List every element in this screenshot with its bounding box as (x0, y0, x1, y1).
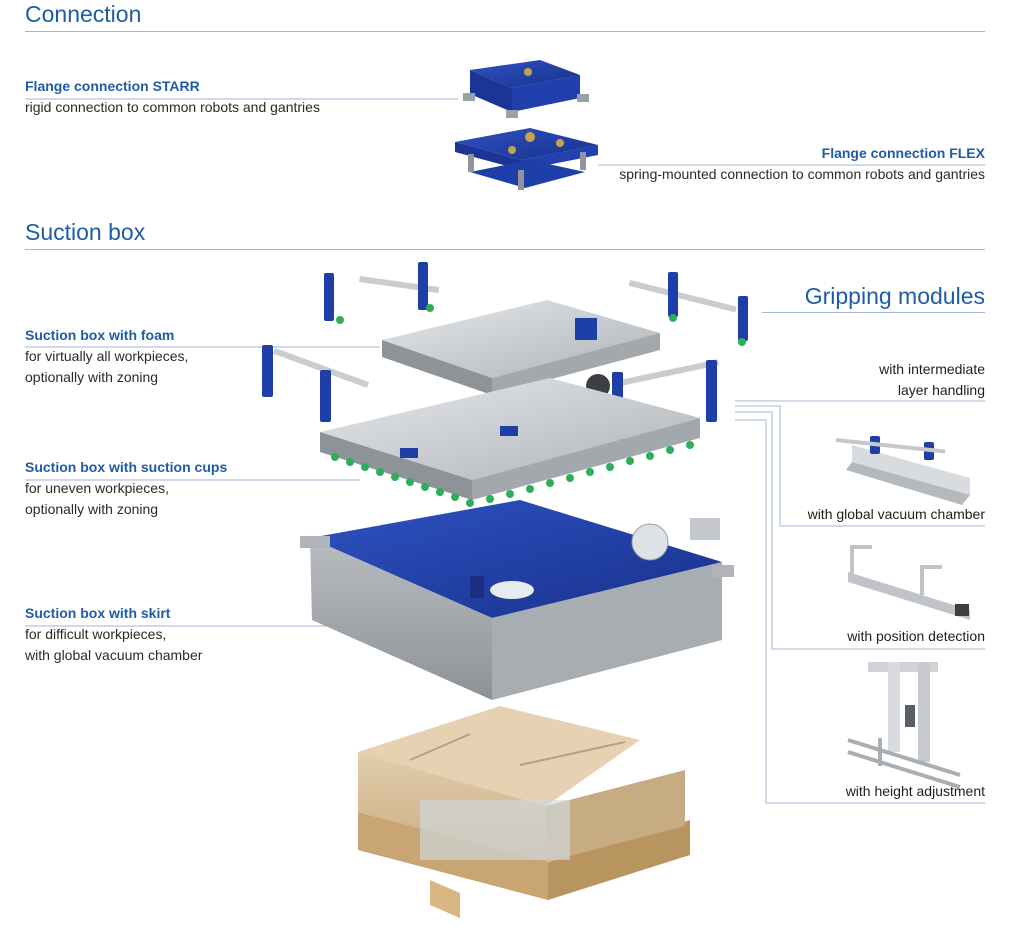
divider (25, 31, 985, 32)
label-flange-flex: Flange connection FLEX spring-mounted co… (619, 143, 985, 185)
gripping-arm-icon (324, 262, 440, 324)
intermediate-layer-line-1: with intermediate (879, 361, 985, 377)
suction-cups-desc-2: optionally with zoning (25, 501, 159, 517)
height-adjustment-module-icon (847, 662, 961, 789)
suction-foam-title: Suction box with foam (25, 327, 175, 343)
label-suction-foam: Suction box with foam for virtually all … (25, 325, 188, 388)
suction-foam-desc-1: for virtually all workpieces, (25, 348, 189, 364)
flange-starr-title: Flange connection STARR (25, 78, 200, 94)
suction-foam-desc-2: optionally with zoning (25, 369, 159, 385)
suction-skirt-desc-1: for difficult workpieces, (25, 626, 167, 642)
pallet-cartons-icon (358, 706, 690, 918)
label-suction-cups: Suction box with suction cups for uneven… (25, 457, 227, 520)
suction-skirt-desc-2: with global vacuum chamber (25, 647, 203, 663)
section-title-suction-box: Suction box (25, 219, 146, 245)
flange-flex-desc: spring-mounted connection to common robo… (619, 166, 985, 182)
divider (25, 249, 985, 250)
intermediate-layer-line-2: layer handling (897, 382, 985, 398)
label-position-detection: with position detection (847, 628, 985, 644)
label-global-vacuum: with global vacuum chamber (807, 506, 985, 522)
suction-box-cups-icon (320, 378, 700, 507)
label-flange-starr: Flange connection STARR rigid connection… (25, 76, 320, 118)
suction-cups-title: Suction box with suction cups (25, 459, 228, 475)
flange-flex-title: Flange connection FLEX (821, 145, 985, 161)
suction-skirt-title: Suction box with skirt (25, 605, 171, 621)
flange-starr-icon (463, 60, 589, 118)
gripping-arm-icon (628, 272, 748, 346)
suction-cups-desc-1: for uneven workpieces, (25, 480, 169, 496)
label-height-adjustment: with height adjustment (845, 783, 985, 799)
divider (762, 312, 985, 313)
flange-starr-desc: rigid connection to common robots and ga… (25, 99, 320, 115)
suction-box-skirt-icon (300, 500, 734, 700)
section-title-gripping-modules: Gripping modules (804, 283, 985, 309)
label-intermediate-layer: with intermediate layer handling (879, 359, 985, 401)
label-suction-skirt: Suction box with skirt for difficult wor… (25, 603, 202, 666)
section-title-connection: Connection (25, 1, 142, 27)
position-detection-module-icon (848, 545, 970, 620)
suction-box-foam-icon (382, 300, 660, 395)
flange-flex-icon (455, 128, 598, 190)
global-vacuum-module-icon (835, 436, 970, 505)
